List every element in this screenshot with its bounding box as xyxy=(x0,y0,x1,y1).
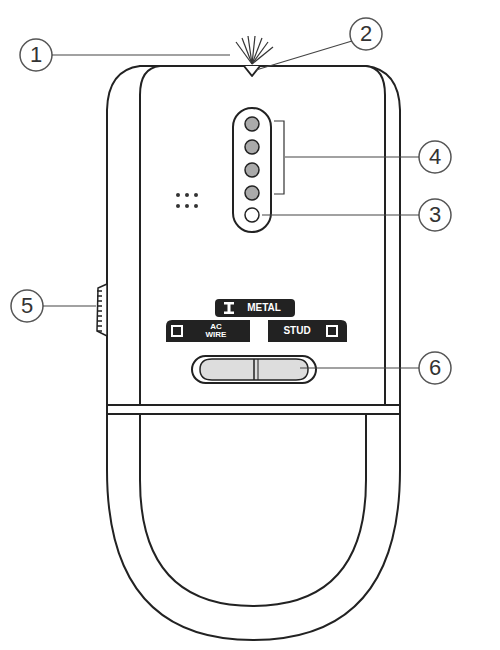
callout-number: 4 xyxy=(429,146,441,168)
bracket xyxy=(274,121,284,194)
sensitivity-wheel xyxy=(97,284,107,336)
callout-circles xyxy=(11,18,451,384)
lower-grip xyxy=(140,414,366,606)
square-icon xyxy=(327,326,337,336)
metal-tab xyxy=(215,299,295,317)
outer-shell xyxy=(107,66,400,640)
front-panel xyxy=(140,66,385,405)
callout-number: 6 xyxy=(429,357,441,379)
callout-number: 5 xyxy=(21,295,33,317)
led-lights xyxy=(245,117,259,222)
slider-divider xyxy=(253,359,255,380)
marking-notch xyxy=(244,66,260,76)
speaker-holes xyxy=(176,193,198,208)
callout-number: 1 xyxy=(30,44,42,66)
slider-thumb xyxy=(200,359,308,380)
slider-divider xyxy=(258,359,259,380)
mode-label: METAL xyxy=(247,303,281,313)
leader-lines xyxy=(43,41,419,368)
callout-number: 2 xyxy=(360,23,372,45)
seam-line xyxy=(107,413,400,415)
led-column xyxy=(233,108,271,232)
ac-wire-tab xyxy=(166,320,250,342)
square-icon xyxy=(172,326,182,336)
mode-label: STUD xyxy=(283,326,310,336)
wheel-knurling xyxy=(97,291,102,331)
callout-number: 3 xyxy=(429,204,441,226)
light-rays xyxy=(236,36,273,64)
seam-line xyxy=(107,404,400,406)
mode-label: AC WIRE xyxy=(201,323,231,339)
slider-slot xyxy=(192,356,316,383)
beam-icon xyxy=(224,302,234,314)
stud-tab xyxy=(268,320,347,342)
